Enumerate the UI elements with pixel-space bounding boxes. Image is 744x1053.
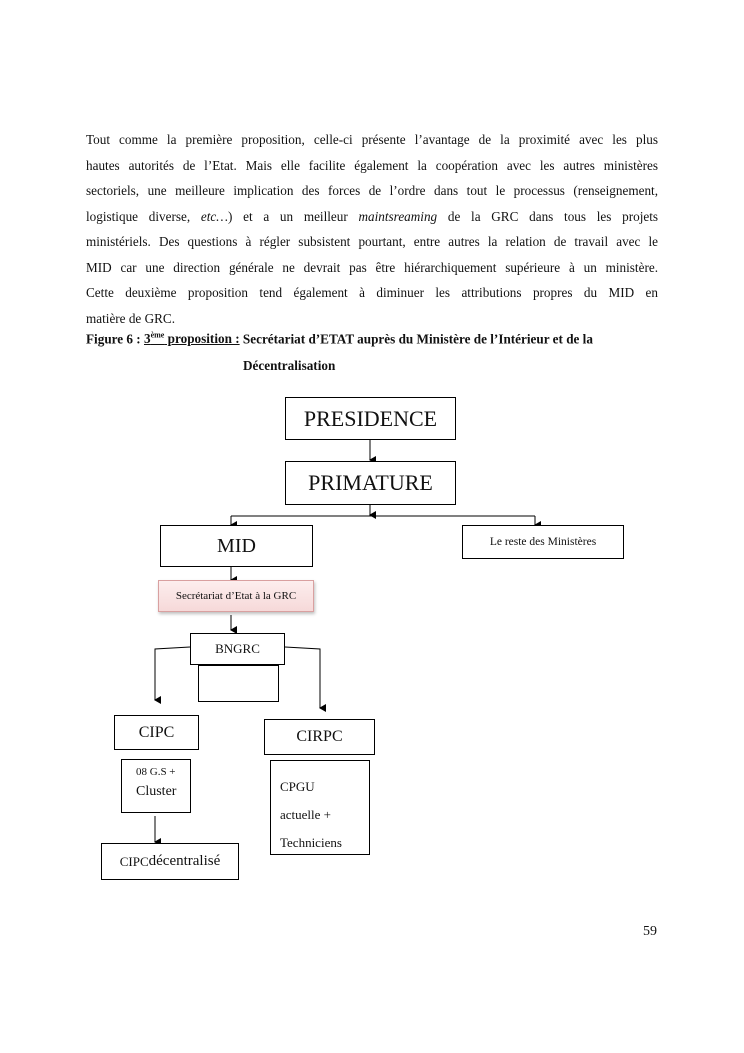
cipc-dec-suffix: décentralisé [148, 853, 221, 869]
cpgu-line: CPGU [280, 779, 315, 794]
cipc-decentralise-box: CIPC décentralisé [101, 843, 239, 880]
gs-line: 08 G.S + [136, 766, 176, 778]
presidence-box: PRESIDENCE [285, 397, 456, 440]
paragraph-line: sectoriels, une meilleure implication de… [86, 183, 658, 198]
cpgu-line: actuelle + [280, 807, 331, 822]
empty-box [198, 665, 279, 702]
paragraph-fragment: logistique diverse, [86, 208, 201, 224]
paragraph-fragment: de la GRC dans tous les projets [437, 208, 659, 224]
other-ministries-box: Le reste des Ministères [462, 525, 624, 559]
ordinal-number: 3 [144, 331, 151, 347]
figure-caption: Figure 6 : 3ème proposition : Secrétaria… [86, 331, 593, 347]
cipc-box: CIPC [114, 715, 199, 750]
cirpc-box: CIRPC [264, 719, 375, 755]
paragraph-line: hautes autorités de l’Etat. Mais elle fa… [86, 157, 658, 173]
paragraph-line: ministériels. Des questions à régler sub… [86, 234, 658, 249]
cpgu-box: CPGU actuelle + Techniciens [270, 760, 370, 855]
paragraph-line-mixed: logistique diverse, etc…) et a un meille… [86, 204, 658, 230]
paragraph-fragment-italic: maintsreaming [358, 208, 438, 224]
paragraph-line: matière de GRC. [86, 310, 175, 326]
proposition-label: proposition : [164, 331, 240, 347]
paragraph-fragment: ) et a un meilleur [227, 208, 359, 224]
secretariat-grc-box: Secrétariat d’Etat à la GRC [158, 580, 314, 612]
cipc-dec-prefix: CIPC [119, 853, 149, 869]
mid-box: MID [160, 525, 313, 567]
page-number: 59 [643, 924, 657, 939]
paragraph-line: MID car une direction générale ne devrai… [86, 259, 658, 275]
bngrc-box: BNGRC [190, 633, 285, 665]
primature-box: PRIMATURE [285, 461, 456, 505]
paragraph-line: Tout comme la première proposition, cell… [86, 132, 658, 147]
paragraph-line: Cette deuxième proposition tend égalemen… [86, 285, 658, 300]
figure-title: Secrétariat d’ETAT auprès du Ministère d… [239, 331, 593, 347]
paragraph-fragment-italic: etc… [200, 208, 228, 224]
connector-bngrc-cirpc [284, 646, 326, 712]
connector-bngrc-cipc [154, 646, 191, 704]
cpgu-line: Techniciens [280, 835, 342, 850]
figure-ordinal: 3ème proposition : [144, 331, 240, 346]
cluster-line: Cluster [136, 784, 177, 799]
body-paragraph: Tout comme la première proposition, cell… [86, 127, 658, 331]
figure-title-line2: Décentralisation [243, 358, 336, 373]
ordinal-suffix: ème [150, 331, 165, 340]
gs-cluster-box: 08 G.S + Cluster [121, 759, 191, 813]
figure-label: Figure 6 : [86, 331, 144, 347]
